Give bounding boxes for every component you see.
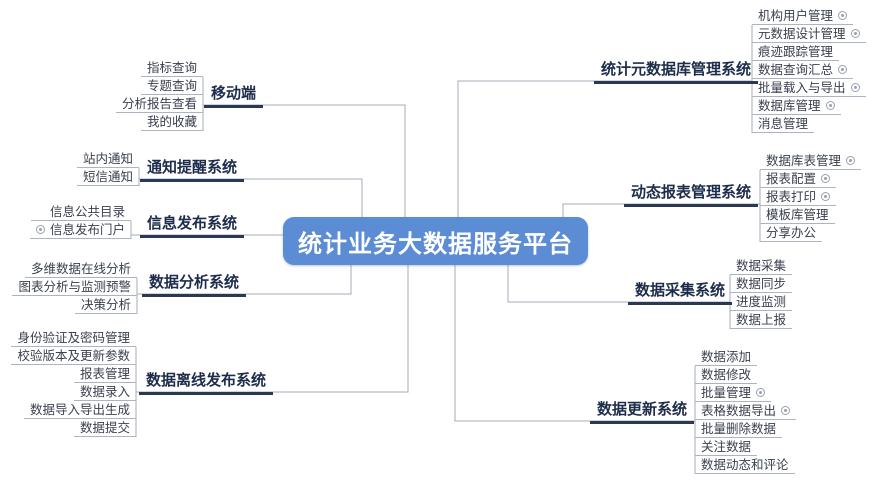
circle-dot-icon xyxy=(846,156,856,165)
child-item[interactable]: 数据提交 xyxy=(73,419,136,437)
child-item[interactable]: 短信通知 xyxy=(76,168,139,186)
child-item[interactable]: 批量删除数据 xyxy=(695,420,783,438)
child-item[interactable]: 批量管理 xyxy=(695,384,772,402)
mobile-children: 指标查询 专题查询 分析报告查看 我的收藏 xyxy=(115,59,203,131)
branch-dynamic-report-system[interactable]: 动态报表管理系统 xyxy=(624,182,759,207)
circle-dot-icon xyxy=(756,388,766,397)
branch-mobile[interactable]: 移动端 xyxy=(204,83,264,108)
dynamic-report-children: 数据库表管理 报表配置 报表打印 模板库管理 分享办公 xyxy=(760,152,862,242)
child-item[interactable]: 元数据设计管理 xyxy=(752,25,866,43)
child-item[interactable]: 数据库管理 xyxy=(752,97,841,115)
child-item[interactable]: 数据上报 xyxy=(730,311,793,329)
circle-dot-icon xyxy=(825,101,835,110)
child-item[interactable]: 关注数据 xyxy=(695,438,758,456)
child-item[interactable]: 多维数据在线分析 xyxy=(24,260,137,278)
child-item[interactable]: 数据库表管理 xyxy=(760,152,862,170)
data-analysis-children: 多维数据在线分析 图表分析与监测预警 决策分析 xyxy=(12,260,137,314)
child-item[interactable]: 痕迹跟踪管理 xyxy=(752,43,840,61)
connector-mobile xyxy=(202,77,406,217)
circle-dot-icon xyxy=(35,225,45,234)
metadata-db-children: 机构用户管理 元数据设计管理 痕迹跟踪管理 数据查询汇总 批量载入与导出 数据库… xyxy=(752,7,866,133)
child-item[interactable]: 报表管理 xyxy=(73,365,136,383)
child-item[interactable]: 决策分析 xyxy=(74,296,137,314)
data-update-children: 数据添加 数据修改 批量管理 表格数据导出 批量删除数据 关注数据 数据动态和评… xyxy=(695,348,797,474)
circle-dot-icon xyxy=(850,29,860,38)
child-item[interactable]: 数据添加 xyxy=(695,348,758,366)
info-publish-children: 信息公共目录 信息发布门户 xyxy=(29,203,131,239)
circle-dot-icon xyxy=(838,65,848,74)
circle-dot-icon xyxy=(850,83,860,92)
branch-notification-system[interactable]: 通知提醒系统 xyxy=(140,157,245,182)
child-item[interactable]: 身份验证及密码管理 xyxy=(11,329,136,347)
child-item[interactable]: 图表分析与监测预警 xyxy=(12,278,137,296)
child-item[interactable]: 专题查询 xyxy=(140,77,203,95)
child-item[interactable]: 我的收藏 xyxy=(140,113,203,131)
child-item[interactable]: 数据导入导出生成 xyxy=(23,401,136,419)
child-item[interactable]: 分析报告查看 xyxy=(115,95,203,113)
child-item[interactable]: 校验版本及更新参数 xyxy=(11,347,136,365)
child-item[interactable]: 模板库管理 xyxy=(760,206,835,224)
branch-offline-publish-system[interactable]: 数据离线发布系统 xyxy=(139,370,274,395)
child-item[interactable]: 表格数据导出 xyxy=(695,402,797,420)
central-topic[interactable]: 统计业务大数据服务平台 xyxy=(283,217,588,265)
child-item[interactable]: 数据动态和评论 xyxy=(695,456,795,474)
data-collection-children: 数据采集 数据同步 进度监测 数据上报 xyxy=(730,257,793,329)
child-item[interactable]: 消息管理 xyxy=(752,115,815,133)
branch-data-analysis-system[interactable]: 数据分析系统 xyxy=(142,272,247,297)
child-item[interactable]: 信息公共目录 xyxy=(31,203,131,221)
child-item[interactable]: 指标查询 xyxy=(140,59,203,77)
child-item[interactable]: 进度监测 xyxy=(730,293,793,311)
branch-metadata-db-system[interactable]: 统计元数据库管理系统 xyxy=(594,59,759,84)
child-item[interactable]: 报表配置 xyxy=(760,170,837,188)
branch-info-publish-system[interactable]: 信息发布系统 xyxy=(140,213,245,238)
child-item[interactable]: 数据查询汇总 xyxy=(752,61,854,79)
child-item[interactable]: 数据修改 xyxy=(695,366,758,384)
notification-children: 站内通知 短信通知 xyxy=(76,150,139,186)
circle-dot-icon xyxy=(781,406,791,415)
child-item[interactable]: 分享办公 xyxy=(760,224,823,242)
circle-dot-icon xyxy=(821,174,831,183)
child-item[interactable]: 机构用户管理 xyxy=(752,7,854,25)
branch-data-collection-system[interactable]: 数据采集系统 xyxy=(628,280,733,305)
child-item[interactable]: 数据录入 xyxy=(73,383,136,401)
circle-dot-icon xyxy=(821,192,831,201)
branch-data-update-system[interactable]: 数据更新系统 xyxy=(590,399,695,424)
child-item[interactable]: 信息发布门户 xyxy=(29,221,131,239)
circle-dot-icon xyxy=(838,11,848,20)
child-item[interactable]: 数据同步 xyxy=(730,275,793,293)
child-item[interactable]: 站内通知 xyxy=(76,150,139,168)
offline-publish-children: 身份验证及密码管理 校验版本及更新参数 报表管理 数据录入 数据导入导出生成 数… xyxy=(11,329,136,437)
child-item[interactable]: 报表打印 xyxy=(760,188,837,206)
child-item[interactable]: 数据采集 xyxy=(730,257,793,275)
child-item[interactable]: 批量载入与导出 xyxy=(752,79,866,97)
